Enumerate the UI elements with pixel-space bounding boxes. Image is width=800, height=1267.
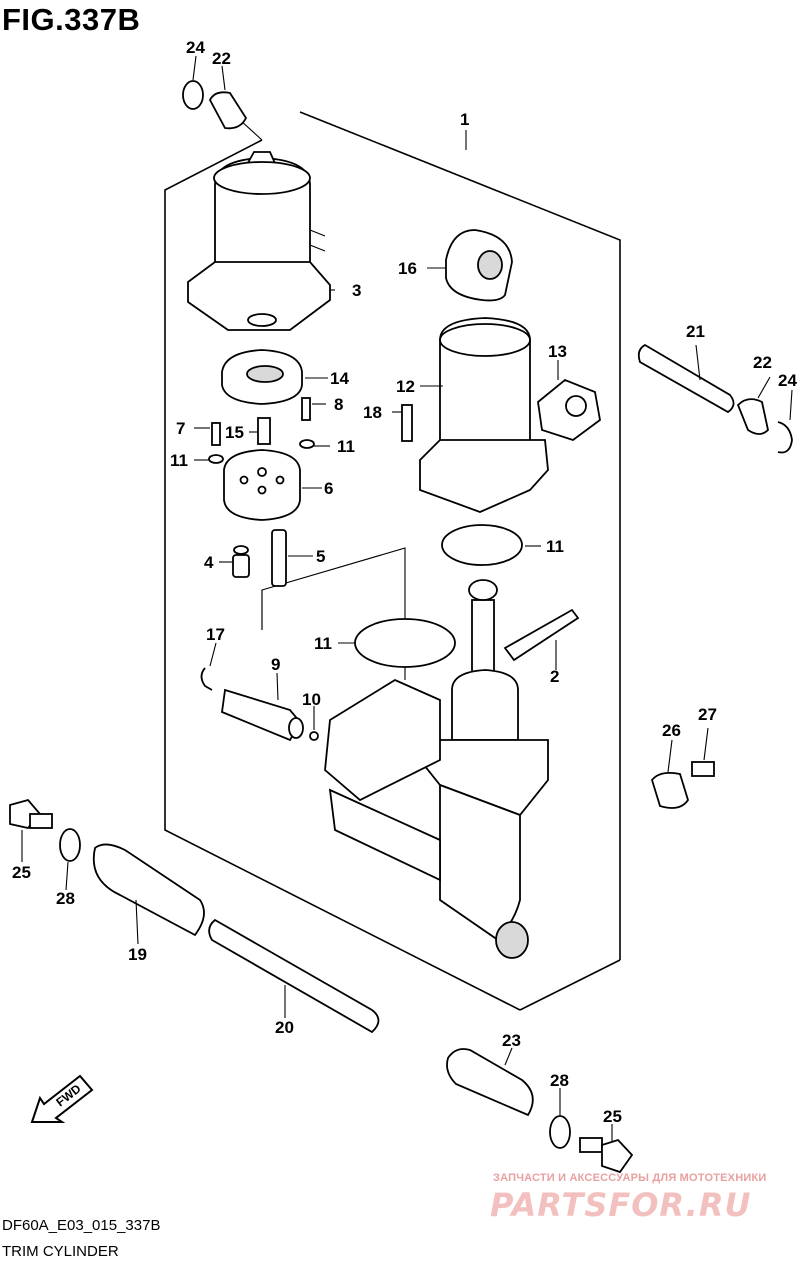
callout-11-b: 11 [170, 451, 188, 470]
diagram-subtitle: TRIM CYLINDER [2, 1243, 119, 1260]
watermark-logo: PARTSFOR.RU [490, 1186, 752, 1224]
callout-22-a: 22 [212, 49, 231, 68]
callout-27: 27 [698, 705, 717, 724]
callout-labels: 1 2 3 4 5 6 7 8 9 10 11 11 11 11 12 13 1… [12, 38, 797, 1126]
assembly-outline [164, 111, 621, 1011]
tilt-cylinder [324, 669, 549, 959]
left-shaft-parts [9, 798, 380, 1034]
figure-title: FIG.337B [2, 2, 141, 37]
watermark-tagline: ЗАПЧАСТИ И АКСЕССУАРЫ ДЛЯ МОТОТЕХНИКИ [493, 1172, 767, 1184]
callout-26: 26 [662, 721, 681, 740]
callout-13: 13 [548, 342, 567, 361]
trim-motor [187, 151, 331, 331]
shaft-21 [637, 343, 793, 454]
small-fasteners [208, 397, 413, 464]
document-code: DF60A_E03_015_337B [2, 1217, 161, 1234]
callout-25-a: 25 [12, 863, 31, 882]
valve-body [223, 449, 301, 521]
bushing-16 [445, 229, 513, 302]
callout-8: 8 [334, 395, 343, 414]
callout-17: 17 [206, 625, 225, 644]
callout-11-d: 11 [314, 634, 332, 653]
callout-2: 2 [550, 667, 559, 686]
callout-14: 14 [330, 369, 349, 388]
callout-19: 19 [128, 945, 147, 964]
bushing-26 [650, 761, 715, 809]
reservoir-cylinder [419, 317, 549, 513]
callout-6: 6 [324, 479, 333, 498]
bushing-top [182, 80, 248, 130]
callout-10: 10 [302, 690, 321, 709]
callout-20: 20 [275, 1018, 294, 1037]
callout-18: 18 [363, 403, 382, 422]
callout-28-a: 28 [56, 889, 75, 908]
callout-3: 3 [352, 281, 361, 300]
callout-21: 21 [686, 322, 705, 341]
callout-22-b: 22 [753, 353, 772, 372]
callout-25-b: 25 [603, 1107, 622, 1126]
fill-plug [537, 378, 601, 441]
right-shaft-parts [446, 1048, 634, 1174]
callout-5: 5 [316, 547, 325, 566]
manifold-plate [221, 349, 303, 405]
callout-23: 23 [502, 1031, 521, 1050]
callout-1: 1 [460, 110, 469, 129]
callout-9: 9 [271, 655, 280, 674]
check-valves [232, 529, 287, 587]
callout-28-b: 28 [550, 1071, 569, 1090]
callout-11-c: 11 [546, 537, 564, 556]
callout-24-a: 24 [186, 38, 205, 57]
callout-4: 4 [204, 553, 214, 572]
callout-12: 12 [396, 377, 415, 396]
o-rings [354, 524, 523, 668]
fwd-arrow-icon: FWD [30, 1074, 94, 1123]
callout-15: 15 [225, 423, 244, 442]
callout-11-a: 11 [337, 437, 355, 456]
relief-valve [200, 667, 319, 742]
callout-16: 16 [398, 259, 417, 278]
piston-rod [468, 579, 580, 693]
callout-7: 7 [176, 419, 185, 438]
leader-lines [21, 55, 793, 1142]
callout-24-b: 24 [778, 371, 797, 390]
